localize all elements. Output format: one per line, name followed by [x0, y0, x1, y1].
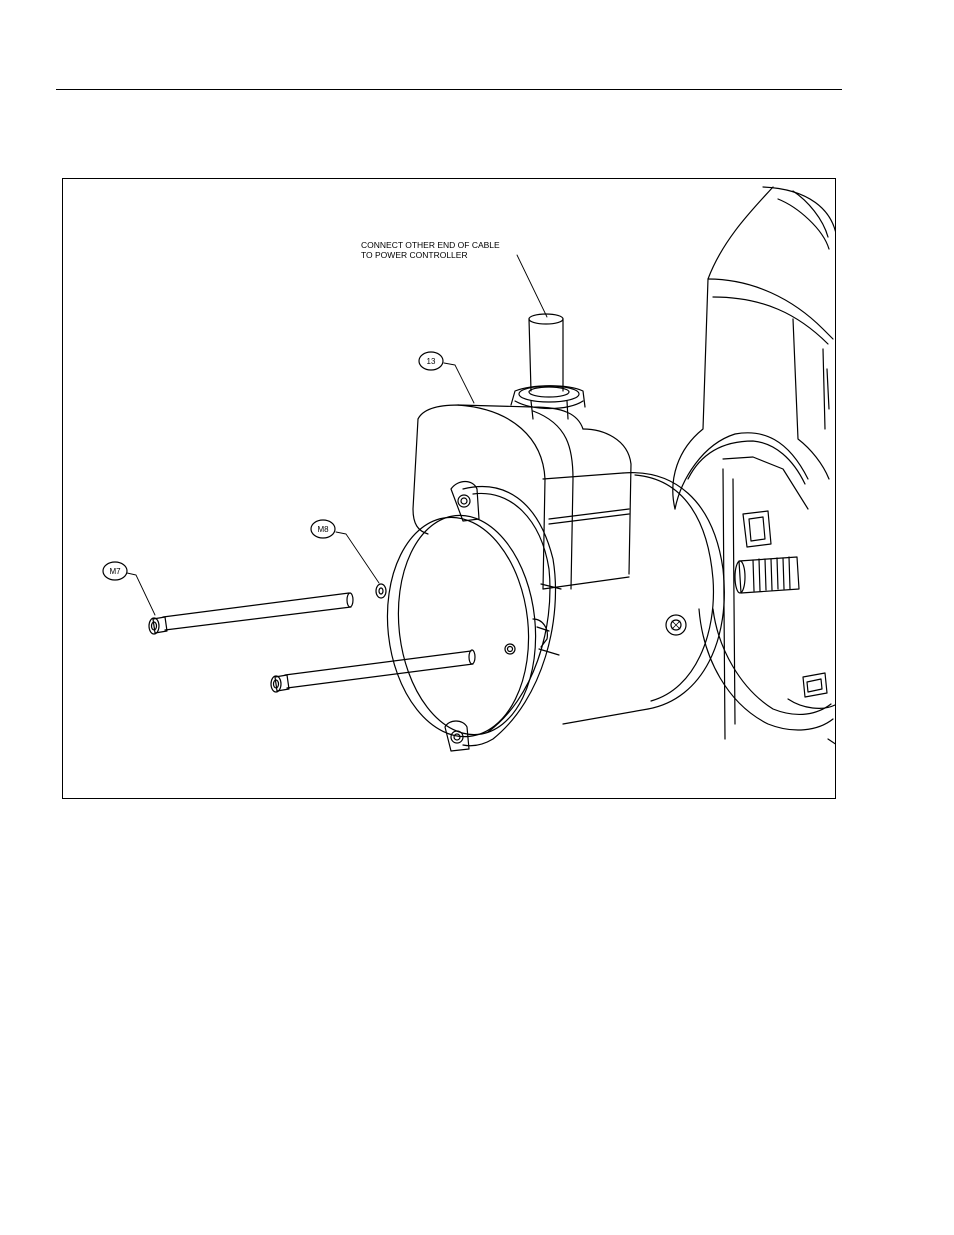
note-line-2: TO POWER CONTROLLER — [361, 250, 468, 260]
connector-housing — [413, 255, 631, 589]
motor-body — [543, 473, 724, 724]
exploded-view-figure: CONNECT OTHER END OF CABLE TO POWER CONT… — [62, 178, 836, 799]
motor-assembly-drawing: CONNECT OTHER END OF CABLE TO POWER CONT… — [63, 179, 836, 799]
callout-m8-label: M8 — [317, 525, 329, 534]
header-rule — [56, 89, 842, 90]
end-cap — [377, 482, 561, 752]
screw-lower — [271, 650, 475, 692]
callout-13-label: 13 — [427, 357, 436, 366]
note-line-1: CONNECT OTHER END OF CABLE — [361, 240, 500, 250]
callout-m7-label: M7 — [109, 567, 121, 576]
washer-m8 — [376, 584, 386, 598]
screw-upper — [149, 593, 353, 634]
